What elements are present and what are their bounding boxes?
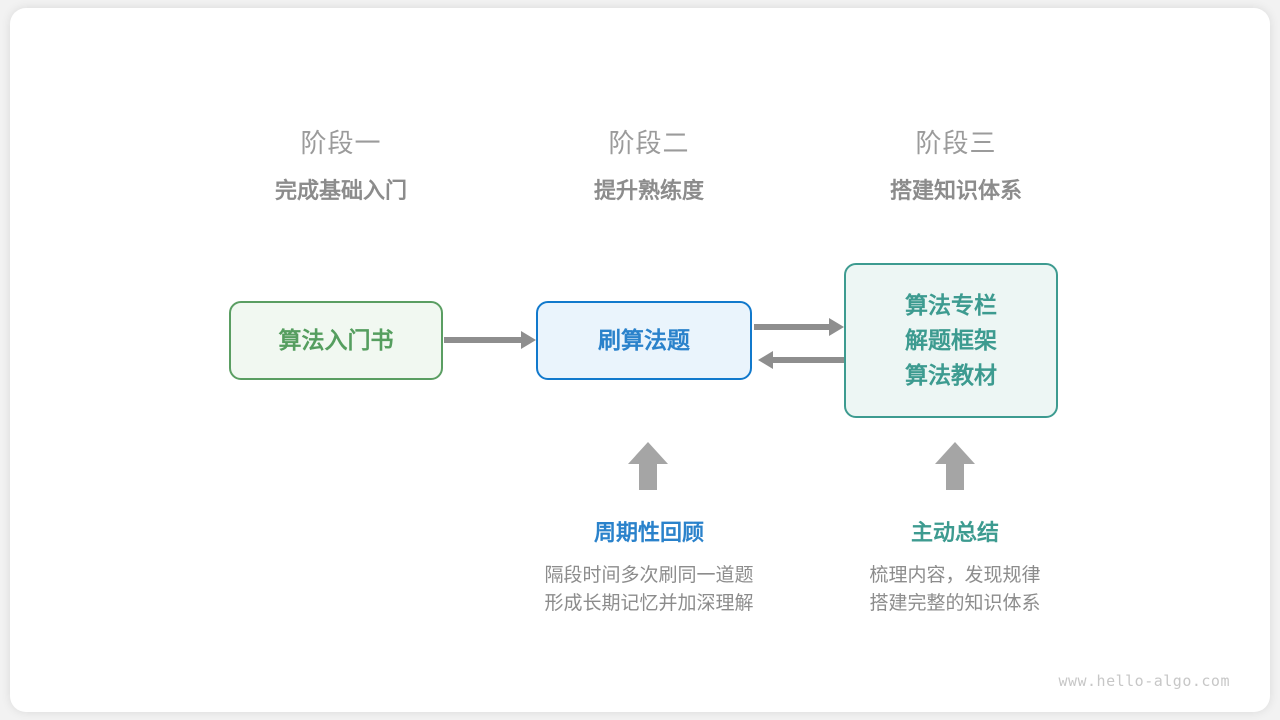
stage-header-2: 阶段二 提升熟练度 bbox=[519, 126, 779, 208]
caption-description-line-2: 搭建完整的知识体系 bbox=[869, 593, 1041, 614]
caption-active-summary: 主动总结 梳理内容，发现规律 搭建完整的知识体系 bbox=[805, 518, 1105, 618]
box-label: 算法入门书 bbox=[278, 327, 394, 353]
diagram-card: 阶段一 完成基础入门 阶段二 提升熟练度 阶段三 搭建知识体系 算法入门书 刷算… bbox=[10, 8, 1270, 712]
box-label: 刷算法题 bbox=[598, 327, 690, 353]
arrow-up-review-icon bbox=[628, 442, 668, 490]
stage-title: 提升熟练度 bbox=[593, 178, 704, 203]
arrow-shaft bbox=[946, 460, 964, 490]
arrow-shaft bbox=[639, 460, 657, 490]
box-intro-book[interactable]: 算法入门书 bbox=[229, 301, 443, 380]
arrow-resources-to-practice bbox=[772, 357, 844, 363]
arrow-head bbox=[935, 442, 975, 464]
caption-description-line-2: 形成长期记忆并加深理解 bbox=[544, 593, 754, 614]
caption-title: 周期性回顾 bbox=[593, 520, 704, 545]
box-line-1: 算法专栏 bbox=[905, 292, 997, 318]
watermark-url: www.hello-algo.com bbox=[1058, 672, 1230, 690]
stage-header-1: 阶段一 完成基础入门 bbox=[211, 126, 471, 208]
arrow-book-to-practice bbox=[444, 337, 522, 343]
box-knowledge-resources[interactable]: 算法专栏 解题框架 算法教材 bbox=[844, 263, 1058, 418]
box-line-2: 解题框架 bbox=[905, 327, 997, 353]
box-line-3: 算法教材 bbox=[905, 362, 997, 388]
stage-number: 阶段二 bbox=[608, 128, 690, 158]
stage-header-3: 阶段三 搭建知识体系 bbox=[826, 126, 1086, 208]
arrow-up-summary-icon bbox=[935, 442, 975, 490]
arrow-practice-to-resources bbox=[754, 324, 830, 330]
caption-periodic-review: 周期性回顾 隔段时间多次刷同一道题 形成长期记忆并加深理解 bbox=[499, 518, 799, 618]
caption-description-line-1: 梳理内容，发现规律 bbox=[869, 565, 1041, 586]
box-practice-problems[interactable]: 刷算法题 bbox=[536, 301, 752, 380]
caption-title: 主动总结 bbox=[910, 520, 999, 545]
stage-title: 完成基础入门 bbox=[274, 178, 407, 203]
caption-description: 梳理内容，发现规律 搭建完整的知识体系 bbox=[805, 562, 1105, 618]
caption-description-line-1: 隔段时间多次刷同一道题 bbox=[544, 565, 754, 586]
stage-number: 阶段三 bbox=[915, 128, 997, 158]
caption-description: 隔段时间多次刷同一道题 形成长期记忆并加深理解 bbox=[499, 562, 799, 618]
stage-title: 搭建知识体系 bbox=[889, 178, 1022, 203]
arrow-head bbox=[628, 442, 668, 464]
stage-number: 阶段一 bbox=[300, 128, 382, 158]
